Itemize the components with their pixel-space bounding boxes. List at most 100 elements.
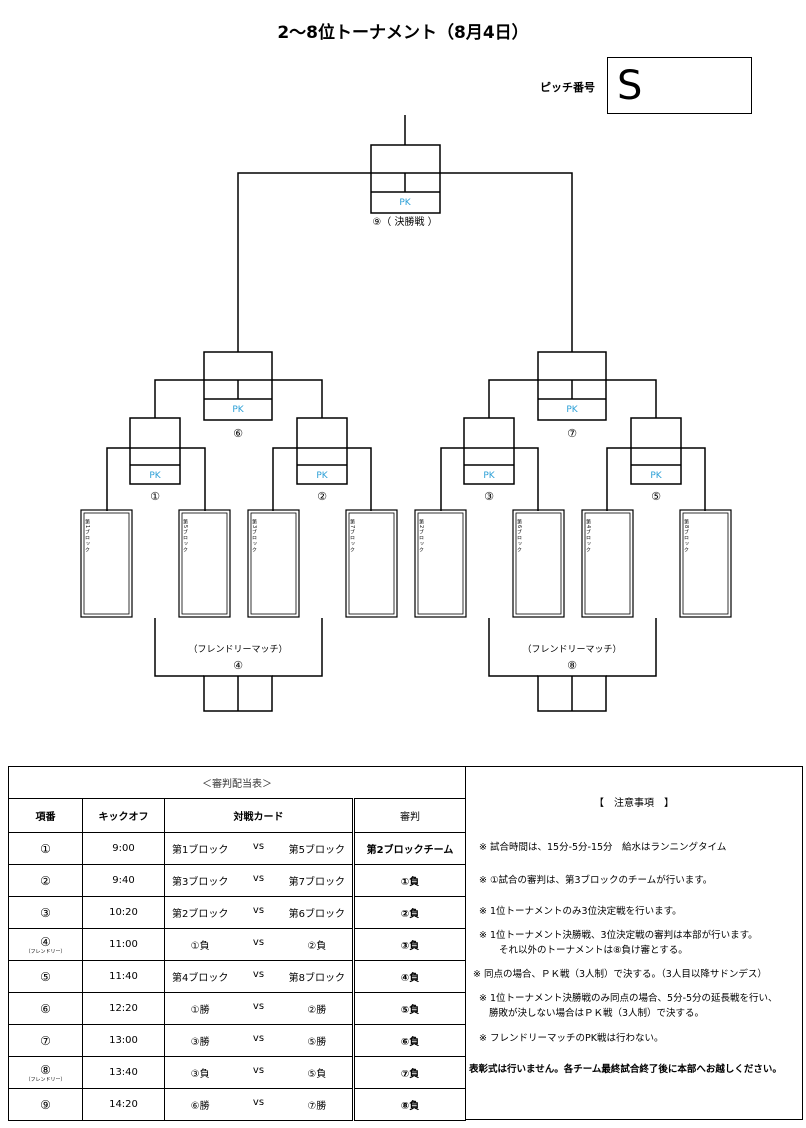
pitch-number-label: ピッチ番号 [540, 81, 595, 94]
row-referee: ⑤負 [353, 992, 466, 1025]
block-box-7 [345, 509, 398, 618]
schedule-caption: ＜審判配当表＞ [8, 766, 466, 799]
row-kickoff: 13:40 [82, 1056, 165, 1089]
note-item: ※ 1位トーナメント決勝戦、3位決定戦の審判は本部が行います。 [479, 930, 758, 941]
card-team: ⑤勝 [307, 1037, 327, 1048]
row-card: ①勝 vs ②勝 [164, 992, 355, 1025]
block-label-4: 第7ブロック [349, 518, 355, 553]
final-label: ⑨（ 決勝戦 ） [372, 215, 437, 228]
pk-label-match3: PK [483, 471, 495, 481]
row-referee: ⑧負 [353, 1088, 466, 1121]
row-kickoff: 11:40 [82, 960, 165, 993]
card-team: 第5ブロック [288, 845, 345, 856]
header-num: 項番 [8, 798, 83, 833]
block-label-1: 第1ブロック [84, 518, 90, 553]
block-box-8 [679, 509, 732, 618]
block-label-5: 第2ブロック [418, 518, 424, 553]
row-card: ③勝 vs ⑤勝 [164, 1024, 355, 1057]
note-item: ※ フレンドリーマッチのPK戦は行わない。 [479, 1033, 664, 1044]
header-card: 対戦カード [164, 798, 355, 833]
note-item: 勝敗が決しない場合はＰＫ戦（3人制）で決する。 [489, 1008, 705, 1019]
friendly-left-label: （フレンドリーマッチ） [188, 644, 287, 655]
card-team: 第6ブロック [288, 909, 345, 920]
note-item: ※ ①試合の審判は、第3ブロックのチームが行います。 [479, 875, 713, 886]
card-team: 第2ブロック [171, 909, 229, 920]
card-vs: vs [252, 1033, 265, 1044]
block-box-4 [581, 509, 634, 618]
block-label-8: 第8ブロック [683, 518, 689, 553]
row-referee: 第2ブロックチーム [353, 832, 466, 865]
pk-label-match5: PK [650, 471, 662, 481]
card-team: ①勝 [190, 1005, 210, 1016]
card-vs: vs [252, 937, 265, 948]
row-num: ⑤ [8, 960, 83, 993]
row-num: ④（フレンドリー） [8, 928, 83, 961]
row-num: ⑨ [8, 1088, 83, 1121]
note-item: それ以外のトーナメントは⑧負け審とする。 [499, 945, 688, 956]
block-box-1 [80, 509, 133, 618]
friendly-right-label: （フレンドリーマッチ） [522, 644, 621, 655]
card-team: ⑤負 [307, 1069, 327, 1080]
card-team: ⑥勝 [190, 1101, 210, 1112]
pk-label-final: PK [399, 198, 411, 208]
block-label-7: 第4ブロック [585, 518, 591, 553]
row-kickoff: 14:20 [82, 1088, 165, 1121]
row-num: ⑥ [8, 992, 83, 1025]
card-team: ⑦勝 [307, 1101, 327, 1112]
row-kickoff: 10:20 [82, 896, 165, 929]
note-item: ※ 同点の場合、ＰＫ戦（3人制）で決する。（3人目以降サドンデス） [473, 969, 767, 980]
row-num: ⑧（フレンドリー） [8, 1056, 83, 1089]
block-box-2 [414, 509, 467, 618]
pk-label-match1: PK [149, 471, 161, 481]
page-title: 2〜8位トーナメント（8月4日） [277, 23, 529, 43]
row-num: ③ [8, 896, 83, 929]
block-box-3 [247, 509, 300, 618]
card-vs: vs [252, 1001, 265, 1012]
pk-label-semi-right: PK [566, 405, 578, 415]
block-label-6: 第6ブロック [516, 518, 522, 553]
match1-label: ① [150, 490, 160, 503]
notes-panel: 【 注意事項 】 ※ 試合時間は、15分-5分-15分 給水はランニングタイム … [465, 766, 803, 1120]
card-team: ③勝 [190, 1037, 210, 1048]
row-referee: ②負 [353, 896, 466, 929]
pitch-number-value: S [617, 63, 643, 109]
match2-label: ② [317, 490, 327, 503]
match3-label: ③ [484, 490, 494, 503]
row-num: ⑦ [8, 1024, 83, 1057]
friendly-right-num: ⑧ [567, 659, 577, 672]
card-team: ②勝 [307, 1005, 327, 1016]
card-team: ③負 [190, 1069, 210, 1080]
note-item: ※ 1位トーナメント決勝戦のみ同点の場合、5分-5分の延長戦を行い、 [479, 993, 778, 1004]
row-referee: ⑥負 [353, 1024, 466, 1057]
row-kickoff: 11:00 [82, 928, 165, 961]
header-referee: 審判 [353, 798, 466, 833]
card-team: 第7ブロック [288, 877, 345, 888]
card-vs: vs [252, 873, 265, 884]
card-vs: vs [252, 969, 265, 980]
pk-label-semi-left: PK [232, 405, 244, 415]
row-referee: ③負 [353, 928, 466, 961]
row-kickoff: 12:20 [82, 992, 165, 1025]
pk-label-match2: PK [316, 471, 328, 481]
row-referee: ④負 [353, 960, 466, 993]
row-referee: ⑦負 [353, 1056, 466, 1089]
match5-label: ⑤ [651, 490, 661, 503]
semi-right-label: ⑦ [567, 427, 577, 440]
card-team: ②負 [307, 941, 327, 952]
notes-title: 【 注意事項 】 [594, 798, 674, 809]
card-team: 第3ブロック [171, 877, 229, 888]
